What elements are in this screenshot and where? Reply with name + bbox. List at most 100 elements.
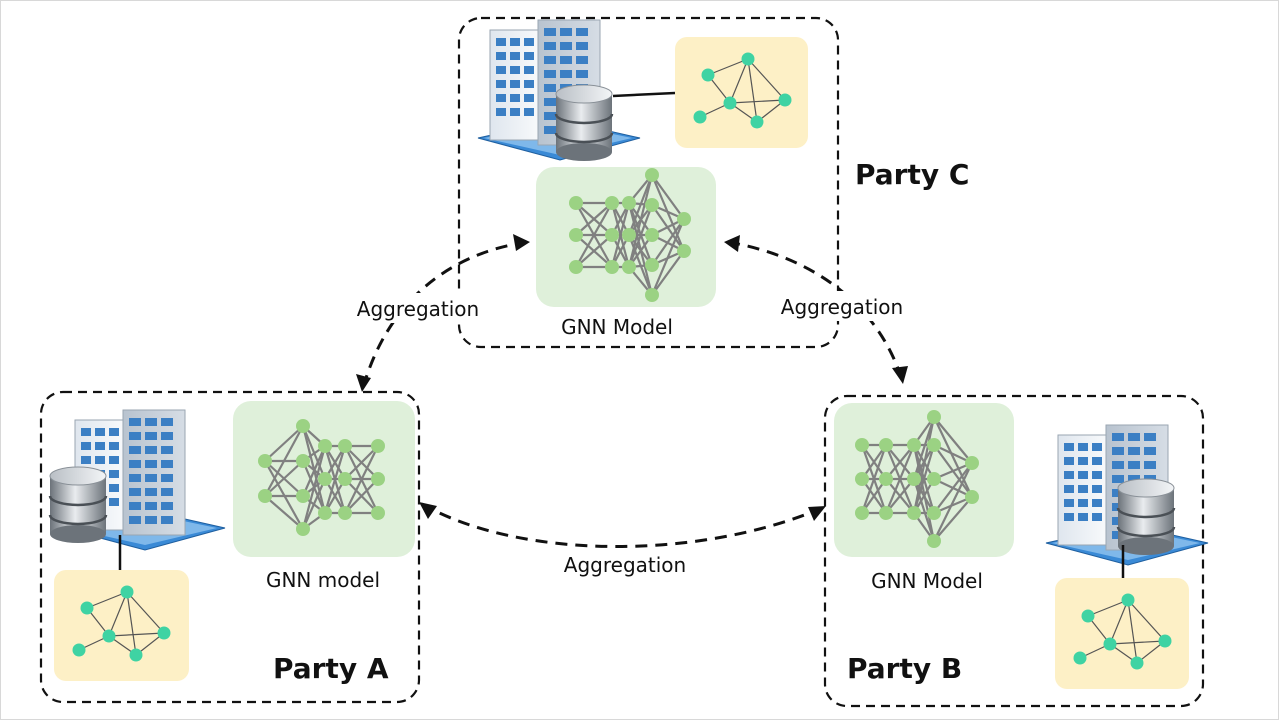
nn-edge <box>301 445 327 497</box>
nn-edge <box>860 444 888 514</box>
graph-node <box>723 96 737 110</box>
nn-edge <box>323 445 347 514</box>
nn-node <box>927 410 941 424</box>
party-a-neural-network-icon <box>233 401 415 557</box>
nn-edge <box>344 445 379 514</box>
nn-node <box>338 506 352 520</box>
nn-node <box>677 212 691 226</box>
graph-edge <box>1127 599 1166 642</box>
arrowhead-b-left <box>808 506 826 521</box>
graph-node <box>1073 651 1087 665</box>
nn-node <box>318 472 332 486</box>
nn-node <box>879 472 893 486</box>
party-c-database-icon <box>554 83 614 163</box>
nn-node <box>605 228 619 242</box>
graph-edge <box>1109 640 1166 645</box>
graph-node <box>701 68 715 82</box>
graph-edge <box>86 591 128 609</box>
nn-node <box>371 506 385 520</box>
nn-node <box>965 490 979 504</box>
party-b-box <box>823 394 1205 708</box>
graph-edge <box>1087 599 1129 617</box>
nn-node <box>855 506 869 520</box>
nn-node <box>907 472 921 486</box>
nn-edge <box>912 416 936 480</box>
nn-node <box>296 419 310 433</box>
nn-edge <box>933 416 973 464</box>
nn-edge <box>651 174 685 220</box>
nn-edge <box>912 444 936 542</box>
nn-edge <box>933 496 973 542</box>
nn-edge <box>884 444 916 514</box>
nn-node <box>879 438 893 452</box>
graph-node <box>1103 637 1117 651</box>
nn-node <box>645 228 659 242</box>
nn-node <box>907 438 921 452</box>
nn-node <box>645 198 659 212</box>
graph-edge <box>729 58 749 104</box>
nn-edge <box>627 204 654 268</box>
nn-node <box>927 534 941 548</box>
graph-node <box>1081 609 1095 623</box>
graph-card <box>675 37 808 148</box>
arrowhead-b-top <box>892 366 908 384</box>
nn-edge <box>264 460 304 497</box>
nn-edge <box>627 174 654 268</box>
nn-node <box>605 196 619 210</box>
graph-node <box>157 626 171 640</box>
nn-node <box>371 472 385 486</box>
graph-node <box>120 585 134 599</box>
nn-node <box>927 506 941 520</box>
aggregation-label-bg-b-c <box>767 291 917 321</box>
arrowhead-c-right <box>724 235 740 252</box>
nn-node <box>338 439 352 453</box>
party-c-label: Party C <box>855 158 969 191</box>
graph-edge <box>747 58 786 101</box>
nn-edge <box>885 478 915 514</box>
party-a-box <box>39 390 421 704</box>
nn-node <box>622 196 636 210</box>
nn-edge <box>344 445 379 480</box>
graph-node <box>741 52 755 66</box>
nn-node <box>296 522 310 536</box>
aggregation-label-a-b: Aggregation <box>564 553 686 577</box>
nn-node <box>296 489 310 503</box>
nn-node <box>569 260 583 274</box>
nn-node <box>605 260 619 274</box>
nn-edge <box>651 250 685 296</box>
graph-edge <box>126 591 137 656</box>
nn-edge <box>627 174 654 236</box>
nn-edge <box>933 416 973 498</box>
graph-node <box>102 629 116 643</box>
graph-edge <box>108 591 128 637</box>
graph-node <box>80 601 94 615</box>
nn-edge <box>264 495 304 530</box>
party-c-model-caption: GNN Model <box>561 315 673 339</box>
graph-node <box>1130 656 1144 670</box>
aggregation-label-bg-a-b <box>550 549 700 579</box>
nn-edge <box>912 444 936 514</box>
nn-edge <box>264 425 304 462</box>
graph-node <box>778 93 792 107</box>
arrowhead-a-top <box>356 374 371 392</box>
nn-node <box>318 506 332 520</box>
aggregation-arrow-b-c <box>727 240 904 381</box>
graph-edge <box>747 58 758 123</box>
nn-edge <box>912 416 936 514</box>
nn-edge <box>610 202 631 268</box>
party-a-label: Party A <box>273 652 389 685</box>
graph-node <box>693 110 707 124</box>
party-b-database-icon <box>1116 477 1176 557</box>
party-b-graph-icon <box>1055 578 1189 689</box>
party-c-connector <box>612 91 676 98</box>
nn-edge <box>264 425 304 497</box>
nn-node <box>569 228 583 242</box>
graph-edge <box>729 99 786 104</box>
nn-node <box>258 454 272 468</box>
graph-edge <box>1127 599 1138 664</box>
aggregation-arrow-a-b <box>421 502 823 548</box>
aggregation-label-a-c: Aggregation <box>357 297 479 321</box>
nn-edge <box>344 478 379 514</box>
party-c-neural-network-icon <box>536 167 716 307</box>
